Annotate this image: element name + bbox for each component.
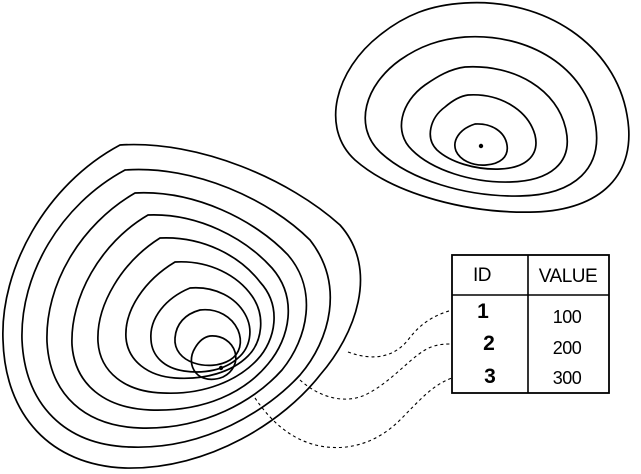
table-cell-id: 2 [483, 332, 495, 355]
data-table: ID VALUE 1 100 2 200 3 300 [451, 254, 610, 394]
table-cell-value: 200 [553, 338, 582, 358]
left-contour-7 [150, 286, 251, 373]
left-contour-1 [2, 143, 362, 469]
right-contour-group [334, 1, 630, 213]
table-cell-value: 300 [553, 368, 582, 388]
table-frame [451, 254, 610, 394]
table-cell-id: 3 [484, 365, 496, 388]
table-header-value: VALUE [539, 266, 597, 287]
left-contour-8 [174, 308, 242, 367]
table-row: 1 100 [477, 300, 582, 327]
left-contour-group [2, 143, 362, 469]
left-contour-4 [71, 214, 290, 411]
table-row: 3 300 [484, 365, 582, 388]
left-contour-2 [21, 168, 332, 448]
left-contour-5 [97, 237, 275, 394]
table-cell-value: 100 [553, 307, 582, 327]
left-peak-marker [218, 365, 224, 371]
right-contour-5 [454, 123, 509, 166]
table-row: 2 200 [483, 332, 582, 358]
leader-line-row-3 [254, 377, 453, 449]
leader-line-row-2 [299, 343, 453, 400]
table-cell-id: 1 [477, 300, 489, 323]
right-contour-2 [364, 35, 598, 197]
right-contour-3 [400, 65, 569, 183]
leader-line-row-1 [347, 309, 453, 358]
leader-lines [254, 309, 453, 449]
right-contour-4 [429, 94, 537, 170]
right-peak-marker [478, 143, 484, 149]
left-contour-6 [125, 261, 262, 380]
left-contour-3 [46, 192, 308, 429]
left-contour-9 [190, 335, 237, 381]
right-contour-1 [334, 1, 630, 213]
table-header-id: ID [473, 265, 491, 286]
